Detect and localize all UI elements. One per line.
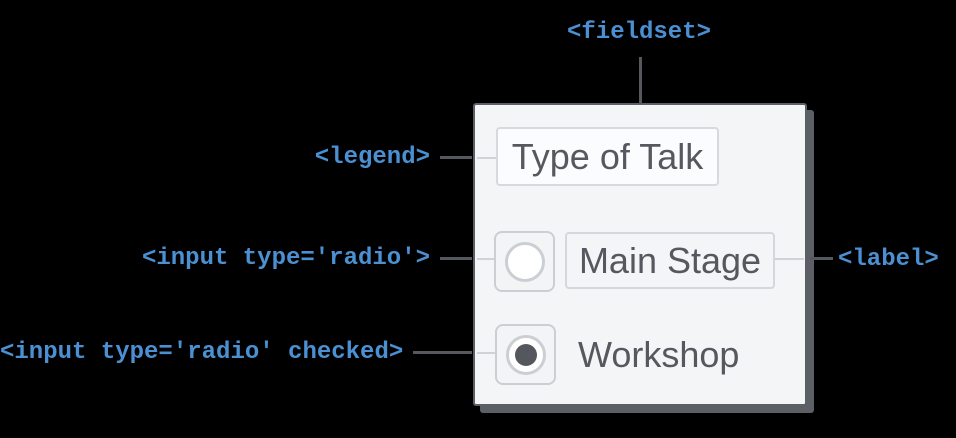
radio-input-main-stage[interactable] <box>494 231 555 292</box>
label-main-stage-text: Main Stage <box>578 239 762 281</box>
connector-legend-line-inner <box>477 157 496 159</box>
annotation-label-tag: <label> <box>838 246 939 273</box>
legend-text: Type of Talk <box>511 135 704 177</box>
annotation-radio-tag: <input type='radio'> <box>141 245 430 272</box>
label-main-stage[interactable]: Main Stage <box>565 232 775 289</box>
radio-dot-icon <box>514 343 537 366</box>
connector-radio-checked-line <box>413 351 472 354</box>
fieldset-box: Type of Talk Main Stage Workshop <box>473 103 807 406</box>
annotation-radio-checked-tag: <input type='radio' checked> <box>0 339 404 366</box>
connector-label-line-inner <box>775 258 804 260</box>
connector-label-line <box>810 257 833 260</box>
connector-legend-line <box>440 156 472 159</box>
connector-fieldset-line <box>639 57 642 104</box>
legend-box: Type of Talk <box>496 127 719 186</box>
radio-circle-checked-icon <box>505 334 546 375</box>
connector-radio-checked-line-inner <box>477 352 495 354</box>
annotation-fieldset-tag: <fieldset> <box>566 19 712 46</box>
radio-input-workshop[interactable] <box>495 324 556 385</box>
annotation-legend-tag: <legend> <box>314 144 430 171</box>
radio-circle-icon <box>504 241 545 282</box>
label-workshop[interactable]: Workshop <box>578 334 740 375</box>
connector-radio-line <box>440 257 472 260</box>
connector-radio-line-inner <box>477 258 494 260</box>
